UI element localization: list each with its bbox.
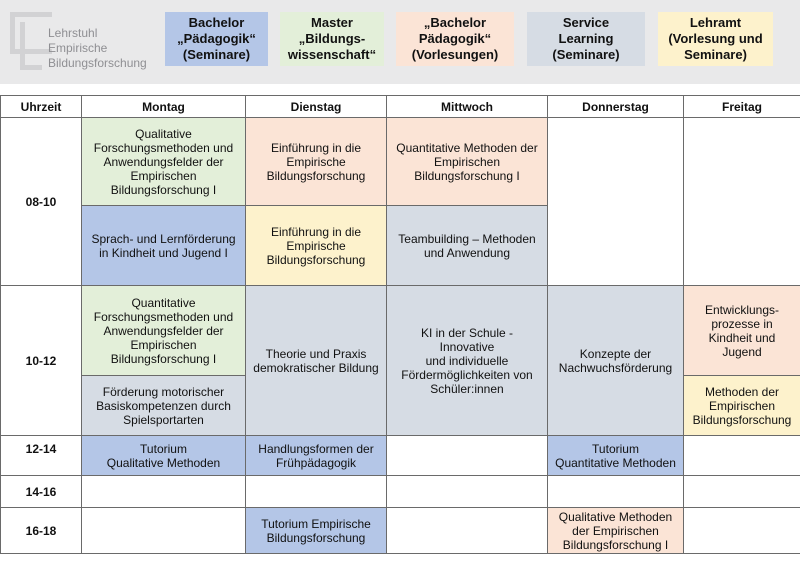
course-title: Tutorium Empirische Bildungsforschung — [261, 516, 371, 545]
course-title: Methoden der Empirischen Bildungsforschu… — [692, 384, 792, 427]
legend-label: Service Learning (Seminare) — [552, 15, 620, 62]
time-slot: 16-18 — [0, 507, 82, 554]
schedule-table: Uhrzeit Montag Dienstag Mittwoch Donners… — [0, 95, 800, 554]
legend-label: Bachelor „Pädagogik“ (Seminare) — [177, 15, 256, 62]
legend-bachelor-seminare: Bachelor „Pädagogik“ (Seminare) — [165, 12, 268, 66]
course-title: Tutorium Quantitative Methoden — [555, 441, 676, 470]
legend-service-learning: Service Learning (Seminare) — [527, 12, 645, 66]
header-freitag: Freitag — [683, 95, 800, 118]
table-row: 16-18 Tutorium Empirische Bildungsforsch… — [0, 507, 800, 554]
empty-cell — [81, 507, 246, 554]
course-cell: Entwicklungs- prozesse in Kindheit und J… — [683, 285, 800, 376]
chair-logo: Lehrstuhl Empirische Bildungsforschung — [10, 12, 160, 70]
table-row: 12-14 Tutorium Qualitative Methoden Hand… — [0, 435, 800, 476]
course-title: Theorie und Praxis demokratischer Bildun… — [253, 346, 379, 375]
logo-frame-inner-icon — [20, 22, 42, 70]
time-slot: 14-16 — [0, 475, 82, 508]
course-cell: Handlungsformen der Frühpädagogik — [245, 435, 387, 476]
course-cell: Tutorium Qualitative Methoden — [81, 435, 246, 476]
course-cell: Teambuilding – Methoden und Anwendung — [386, 205, 548, 286]
table-row: 08-10 Qualitative Forschungsmethoden und… — [0, 117, 800, 286]
header-donnerstag: Donnerstag — [547, 95, 684, 118]
legend-label: Lehramt (Vorlesung und Seminare) — [668, 15, 763, 62]
course-cell: Quantitative Forschungsmethoden und Anwe… — [81, 285, 246, 376]
logo-line-1: Lehrstuhl Empirische — [48, 26, 108, 55]
header-uhrzeit: Uhrzeit — [0, 95, 82, 118]
time-slot: 12-14 — [0, 435, 82, 476]
course-cell: Quantitative Methoden der Empirischen Bi… — [386, 117, 548, 206]
header-montag: Montag — [81, 95, 246, 118]
empty-cell — [683, 435, 800, 476]
course-cell: Tutorium Empirische Bildungsforschung — [245, 507, 387, 554]
course-cell: Konzepte der Nachwuchsförderung — [547, 285, 684, 436]
legend-label: Master „Bildungs- wissenschaft“ — [287, 15, 377, 62]
course-title: Handlungsformen der Frühpädagogik — [258, 441, 374, 470]
empty-cell — [683, 117, 800, 286]
course-title: Qualitative Forschungsmethoden und Anwen… — [93, 126, 234, 197]
course-title: Entwicklungs- prozesse in Kindheit und J… — [704, 302, 780, 359]
logo-line-2: Bildungsforschung — [48, 56, 147, 70]
empty-cell — [547, 117, 684, 286]
course-cell: Tutorium Quantitative Methoden — [547, 435, 684, 476]
course-cell: Einführung in die Empirische Bildungsfor… — [245, 205, 387, 286]
header-mittwoch: Mittwoch — [386, 95, 548, 118]
header-dienstag: Dienstag — [245, 95, 387, 118]
table-row: Förderung motorischer Basiskompetenzen d… — [1, 375, 800, 436]
legend-label: „Bachelor Pädagogik“ (Vorlesungen) — [411, 15, 499, 62]
empty-cell — [683, 475, 800, 508]
header-row: Uhrzeit Montag Dienstag Mittwoch Donners… — [0, 95, 800, 118]
empty-cell — [386, 507, 548, 554]
course-title: Qualitative Methoden der Empirischen Bil… — [558, 509, 673, 552]
table-row: Sprach- und Lernförderung in Kindheit un… — [1, 205, 800, 286]
logo-text: Lehrstuhl Empirische Bildungsforschung — [48, 26, 160, 71]
course-title: Quantitative Forschungsmethoden und Anwe… — [93, 295, 234, 366]
empty-cell — [386, 435, 548, 476]
course-cell: Methoden der Empirischen Bildungsforschu… — [683, 375, 800, 436]
course-title: Förderung motorischer Basiskompetenzen d… — [96, 384, 231, 427]
course-title: Einführung in die Empirische Bildungsfor… — [266, 224, 366, 267]
legend-lehramt: Lehramt (Vorlesung und Seminare) — [658, 12, 773, 66]
course-title: KI in der Schule - Innovative und indivi… — [401, 325, 533, 396]
empty-cell — [245, 475, 387, 508]
course-title: Tutorium Qualitative Methoden — [106, 441, 221, 470]
course-cell: Qualitative Forschungsmethoden und Anwen… — [81, 117, 246, 206]
empty-cell — [81, 475, 246, 508]
empty-cell — [683, 507, 800, 554]
course-title: Quantitative Methoden der Empirischen Bi… — [396, 140, 538, 183]
course-title: Sprach- und Lernförderung in Kindheit un… — [91, 231, 236, 260]
course-title: Konzepte der Nachwuchsförderung — [558, 346, 673, 375]
course-cell: Einführung in die Empirische Bildungsfor… — [245, 117, 387, 206]
legend-master: Master „Bildungs- wissenschaft“ — [280, 12, 384, 66]
empty-cell — [547, 475, 684, 508]
course-cell: Sprach- und Lernförderung in Kindheit un… — [81, 205, 246, 286]
time-slot: 08-10 — [0, 117, 82, 286]
table-row: 14-16 — [0, 475, 800, 508]
logo-frame-icon — [10, 12, 52, 54]
time-slot: 10-12 — [0, 285, 82, 436]
empty-cell — [386, 475, 548, 508]
course-cell: Förderung motorischer Basiskompetenzen d… — [81, 375, 246, 436]
table-row: 10-12 Quantitative Forschungsmethoden un… — [0, 285, 800, 436]
course-cell: Qualitative Methoden der Empirischen Bil… — [547, 507, 684, 554]
course-title: Teambuilding – Methoden und Anwendung — [398, 231, 536, 260]
legend-bachelor-vorlesungen: „Bachelor Pädagogik“ (Vorlesungen) — [396, 12, 514, 66]
course-cell: Theorie und Praxis demokratischer Bildun… — [245, 285, 387, 436]
course-title: Einführung in die Empirische Bildungsfor… — [266, 140, 366, 183]
course-cell: KI in der Schule - Innovative und indivi… — [386, 285, 548, 436]
